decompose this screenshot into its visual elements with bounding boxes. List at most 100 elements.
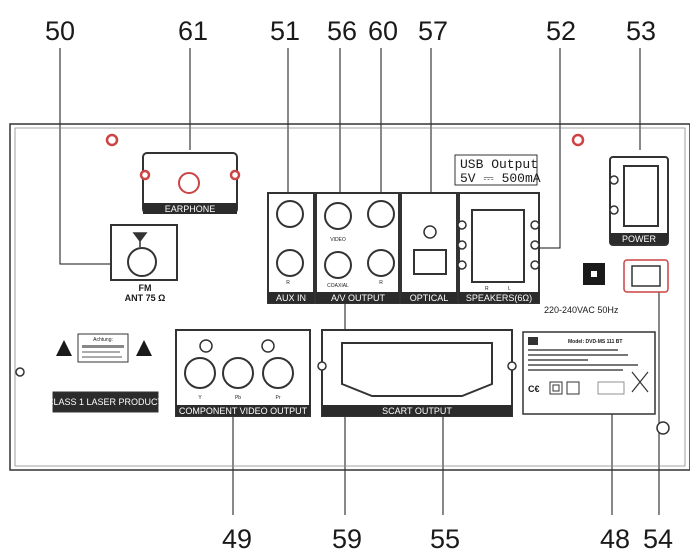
scart-connector — [341, 342, 493, 397]
component-indicator — [199, 339, 213, 353]
callout-49: 49 — [222, 524, 252, 554]
component-pb-jack — [222, 357, 254, 389]
optical-port — [413, 249, 447, 275]
scart-output-group: SCART OUTPUT — [317, 329, 517, 417]
earphone-label: EARPHONE — [165, 204, 216, 214]
speakers-label: SPEAKERS(6Ω) — [466, 293, 532, 303]
callout-57: 57 — [418, 16, 448, 46]
usb-label-box — [454, 154, 538, 186]
panel-outline — [9, 123, 690, 471]
rating-model: Model: DVD-MS 111 BT — [568, 339, 622, 345]
mains-label: 220-240VAC 50Hz — [544, 305, 619, 315]
speakers-label-band — [459, 292, 539, 303]
warning-text-line — [82, 356, 122, 358]
antenna-icon — [132, 232, 148, 247]
callout-51: 51 — [270, 16, 300, 46]
power-label: POWER — [622, 234, 657, 244]
speaker-clip — [457, 240, 467, 250]
aux-r-label: R — [286, 280, 290, 286]
comp-y-label: Y — [198, 395, 202, 401]
audio-output-jack-r — [367, 249, 395, 277]
spk-l-label: L — [508, 286, 511, 292]
weee-bin-icon — [631, 371, 649, 393]
speaker-clip — [530, 220, 540, 230]
callout-55: 55 — [430, 524, 460, 554]
comp-pb-label: Pb — [235, 395, 241, 401]
video-output-jack — [324, 202, 352, 230]
comp-pr-label: Pr — [276, 395, 281, 401]
audio-output-jack-l — [367, 200, 395, 228]
av-output-label: A/V OUTPUT — [331, 293, 386, 303]
rating-text-line — [528, 359, 588, 361]
usb-output-group: USB Output 5V ⎓ 500mA — [454, 154, 541, 186]
screw-hole — [139, 169, 151, 181]
warning-triangle-icon — [136, 340, 152, 356]
callout-60: 60 — [368, 16, 398, 46]
optical-group: OPTICAL — [400, 192, 458, 304]
fm-label-line2: ANT 75 Ω — [125, 293, 166, 303]
indoor-use-icon — [566, 381, 580, 395]
aux-in-jack-r — [276, 249, 304, 277]
rating-text-line — [528, 369, 623, 371]
speaker-clip — [457, 260, 467, 270]
mains-inlet-inner — [631, 265, 661, 287]
scart-label: SCART OUTPUT — [382, 406, 452, 416]
switch-marker — [609, 205, 619, 215]
coaxial-output-jack — [324, 251, 352, 279]
video-label: VIDEO — [330, 237, 346, 243]
panel-inner-outline — [14, 127, 686, 467]
warning-label-group: Achtung: — [56, 333, 152, 363]
aux-in-group: R AUX IN — [267, 192, 315, 304]
callout-59: 59 — [332, 524, 362, 554]
component-y-jack — [184, 357, 216, 389]
power-label-band — [610, 233, 668, 244]
callout-54: 54 — [643, 524, 673, 554]
spk-r-label: R — [485, 286, 489, 292]
ce-mark-icon: C€ — [528, 384, 540, 394]
component-video-label: COMPONENT VIDEO OUTPUT — [179, 406, 308, 416]
fm-antenna-jack — [127, 247, 157, 277]
power-switch-group: POWER — [609, 156, 669, 246]
certification-mark-icon — [597, 381, 625, 395]
screw-hole — [105, 133, 119, 147]
callout-48: 48 — [600, 524, 630, 554]
callout-50: 50 — [45, 16, 75, 46]
speakers-group: R L SPEAKERS(6Ω) — [457, 192, 540, 304]
fm-label-line1: FM — [139, 283, 152, 293]
leader-50 — [59, 48, 130, 265]
optical-housing — [400, 192, 458, 304]
optical-label-band — [401, 292, 457, 303]
warning-text-line — [82, 345, 124, 348]
optical-indicator — [423, 225, 437, 239]
fm-antenna-group: FM ANT 75 Ω — [110, 224, 178, 303]
laser-label-group: CLASS 1 LASER PRODUCT — [47, 391, 164, 413]
speaker-terminal — [471, 209, 525, 283]
earphone-label-band — [143, 203, 237, 214]
warning-triangle-icon — [56, 340, 72, 356]
rating-text-line — [528, 349, 618, 351]
component-label-band — [176, 405, 310, 416]
coaxial-label: COAXIAL — [327, 283, 349, 289]
scart-screw — [317, 361, 327, 371]
callout-52: 52 — [546, 16, 576, 46]
speaker-clip — [530, 240, 540, 250]
power-switch-rocker — [623, 165, 659, 227]
aux-in-jack-l — [276, 200, 304, 228]
rating-text-line — [528, 364, 638, 366]
scart-label-band — [322, 405, 512, 416]
aux-in-label: AUX IN — [276, 293, 306, 303]
switch-marker — [609, 175, 619, 185]
laser-label: CLASS 1 LASER PRODUCT — [47, 397, 164, 407]
laser-label-box — [52, 391, 159, 413]
aux-in-label-band — [268, 292, 314, 303]
earphone-jack-group: EARPHONE — [139, 152, 241, 214]
usb-label-line1: USB Output — [460, 157, 538, 172]
double-insulation-inner-icon — [552, 384, 560, 392]
callout-61: 61 — [178, 16, 208, 46]
av-output-label-band — [316, 292, 399, 303]
usb-port-inner — [591, 271, 597, 277]
screw-hole — [571, 133, 585, 147]
earphone-jack — [178, 172, 200, 194]
usb-label-line2: 5V ⎓ 500mA — [460, 171, 541, 186]
warning-text-line — [82, 351, 120, 353]
